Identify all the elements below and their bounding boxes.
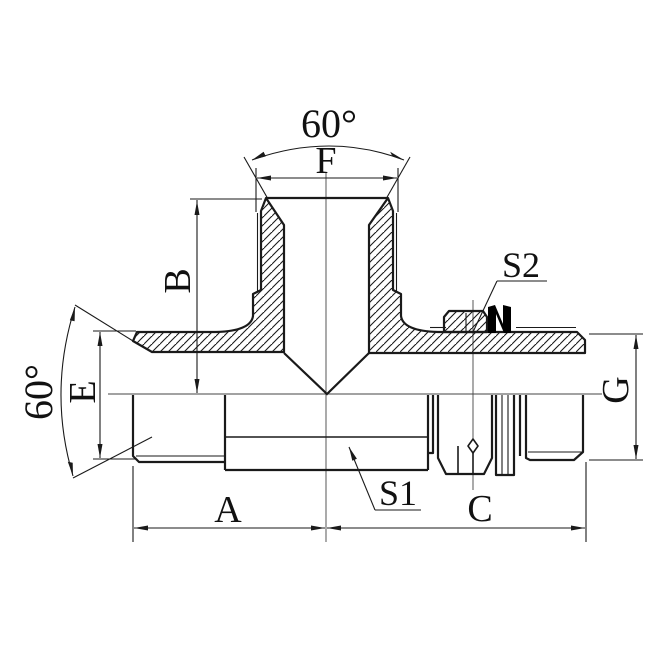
arrowhead	[97, 332, 103, 346]
dim-left-angle: 60°	[16, 304, 153, 479]
callout-label-s2: S2	[502, 245, 540, 285]
arrowhead	[69, 307, 75, 322]
cone-flank-extension-top	[74, 304, 134, 342]
arrowhead	[194, 379, 200, 393]
arrowhead	[311, 525, 325, 531]
arrowhead	[134, 525, 148, 531]
left-end-outline	[131, 395, 225, 464]
dim-label-b: B	[157, 268, 199, 293]
drill-point-cone	[283, 352, 370, 396]
arrowhead	[383, 175, 397, 181]
dim-label-a: A	[214, 489, 242, 531]
right-end-outline	[524, 395, 585, 462]
bonded-seal	[488, 305, 511, 333]
branch-right-wall-section	[367, 196, 587, 355]
dim-a-c: A C	[132, 462, 587, 542]
section-cut-regions	[131, 196, 587, 355]
spacer-ring	[428, 395, 435, 455]
dim-e: E	[62, 330, 136, 460]
dim-label-top-angle: 60°	[301, 101, 357, 146]
locknut-corner-diamond	[467, 438, 479, 454]
angle-arc	[60, 306, 76, 477]
arrowhead	[390, 151, 404, 160]
dim-label-e: E	[62, 380, 104, 403]
arrowhead	[194, 201, 200, 215]
centerlines	[108, 172, 602, 542]
dim-label-left-angle: 60°	[16, 364, 61, 420]
dim-top-angle: 60°	[243, 101, 411, 200]
upper-outline-lines	[256, 196, 576, 396]
arrowhead	[67, 461, 73, 476]
angle-arc	[251, 145, 405, 161]
arrowhead	[257, 175, 271, 181]
lower-exterior-view	[131, 395, 585, 477]
callout-s2: S2	[472, 245, 547, 333]
callout-label-s1: S1	[379, 473, 417, 513]
dim-label-c: C	[467, 488, 492, 530]
dim-label-f: F	[315, 140, 336, 182]
arrowhead	[571, 525, 585, 531]
dim-g: G	[589, 333, 643, 461]
cone-flank-extension-bottom	[72, 436, 153, 479]
arrowhead	[633, 445, 639, 459]
arrowhead	[349, 447, 357, 461]
arrowhead	[97, 444, 103, 458]
locknut-outline	[436, 395, 494, 476]
leader-line	[472, 280, 498, 333]
dim-label-g: G	[595, 376, 637, 403]
branch-left-wall-section	[131, 196, 286, 354]
arrowhead	[327, 525, 341, 531]
dim-b: B	[157, 198, 262, 393]
washer-outline	[494, 395, 516, 477]
arrowhead	[252, 151, 266, 160]
arrowhead	[633, 335, 639, 349]
dim-f: F	[255, 140, 399, 212]
callout-s1: S1	[348, 446, 421, 513]
